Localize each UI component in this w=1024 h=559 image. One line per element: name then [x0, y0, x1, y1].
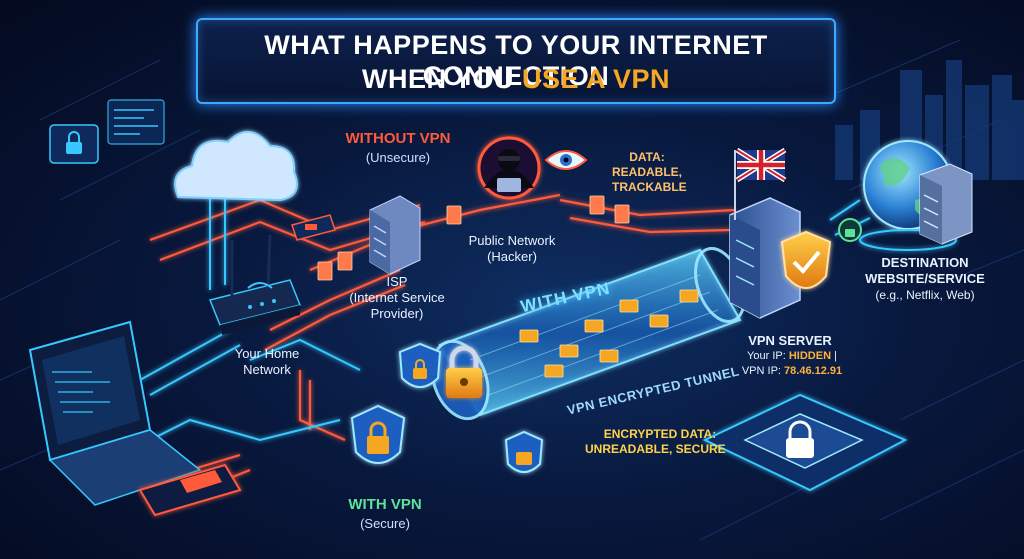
your-ip-value: HIDDEN: [788, 350, 832, 362]
laptop-icon: [28, 320, 202, 506]
data-label-3: TRACKABLE: [612, 180, 687, 194]
tunnel-padlock-icon: [446, 345, 482, 398]
shield-lock-icon-left: [398, 342, 442, 388]
home-label-1: Your Home: [234, 346, 300, 361]
vpn-ip-value: 78.46.12.91: [784, 365, 843, 377]
shield-lock-icon-bottom: [350, 404, 406, 464]
hacker-label-2: (Hacker): [487, 249, 537, 264]
vpn-server-icon: [729, 197, 801, 319]
destination-server-icon: [919, 163, 973, 245]
isp-server-icon: [369, 195, 421, 275]
uk-flag-icon: [734, 147, 787, 220]
smartphone-icon: [138, 463, 242, 517]
without-vpn-sublabel: (Unsecure): [365, 150, 431, 165]
vpn-ip-line: VPN IP: 78.46.12.91: [722, 365, 862, 377]
destination-label-2: WEBSITE/SERVICE: [865, 271, 985, 286]
without-vpn-label: WITHOUT VPN: [345, 130, 451, 147]
with-vpn-label: WITH VPN: [348, 496, 422, 513]
with-vpn-sublabel: (Secure): [360, 516, 410, 531]
data-label-1: DATA:: [629, 150, 665, 164]
title-prefix: WHEN YOU: [361, 64, 522, 94]
phone-icon: [291, 214, 336, 241]
cloud-icon: [174, 131, 298, 202]
title-banner: WHAT HAPPENS TO YOUR INTERNET CONNECTION…: [196, 18, 836, 104]
vpn-ip-prefix: VPN IP:: [741, 365, 785, 377]
isp-label-1: ISP: [386, 274, 408, 289]
data-label-2: READABLE,: [612, 165, 683, 179]
security-panel-icon: [49, 124, 99, 164]
exposed-data-packets: [317, 195, 630, 281]
encrypted-label-1: ENCRYPTED DATA:: [603, 427, 717, 441]
title-accent: USE A VPN: [521, 64, 671, 94]
your-ip-suffix: |: [831, 350, 837, 362]
vpn-server-shield-icon: [780, 230, 832, 289]
title-line-2: WHEN YOU USE A VPN: [198, 64, 834, 95]
destination-label-1: DESTINATION: [881, 255, 969, 270]
shield-lock-icon-tunnel: [504, 430, 544, 473]
title-line-1: WHAT HAPPENS TO YOUR INTERNET CONNECTION: [264, 30, 768, 91]
vpn-server-label: VPN SERVER: [748, 333, 832, 348]
eye-icon: [544, 150, 588, 170]
hacker-icon: [477, 136, 541, 200]
your-ip-line: Your IP: HIDDEN |: [722, 350, 862, 362]
city-skyline: [835, 60, 1024, 180]
security-platform-icon: [702, 393, 908, 492]
isp-label-2: (Internet Service: [349, 290, 445, 305]
encrypted-label-2: UNREADABLE, SECURE: [585, 442, 726, 456]
small-lock-icon: [838, 218, 862, 242]
destination-label-3: (e.g., Netflix, Web): [875, 288, 975, 302]
router-icon: [208, 234, 302, 335]
home-label-2: Network: [243, 362, 291, 377]
code-panel-icon: [107, 99, 165, 145]
your-ip-prefix: Your IP:: [747, 350, 789, 362]
hacker-label-1: Public Network: [468, 233, 556, 248]
isp-label-3: Provider): [370, 306, 424, 321]
